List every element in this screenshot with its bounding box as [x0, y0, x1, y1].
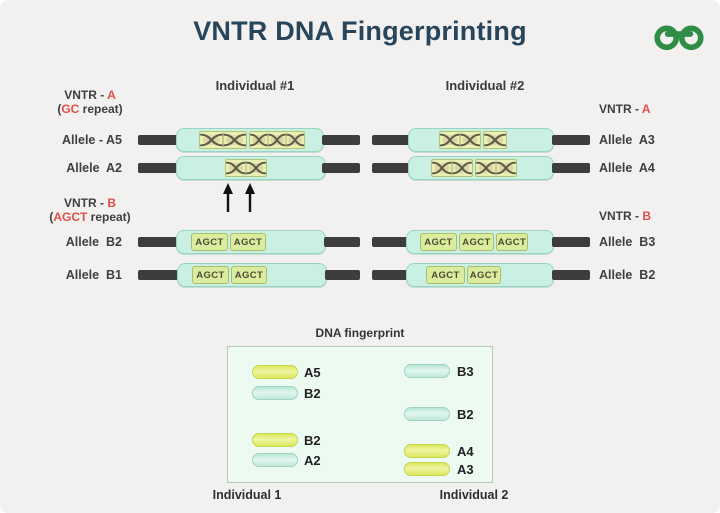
gel-band-label: A3: [457, 462, 474, 477]
strand-flank-bar: [324, 237, 360, 247]
strand-flank-bar: [372, 163, 410, 173]
gel-band-label: B2: [304, 433, 321, 448]
vntr-b-label-left: VNTR - B (AGCT repeat): [49, 196, 131, 224]
dna-fragment-b1-ind1: AGCT AGCT: [177, 263, 327, 287]
repeat-box: [199, 131, 247, 149]
repeat-box: [483, 131, 507, 149]
dna-helix-icon: [476, 160, 516, 176]
strand-flank-bar: [138, 135, 178, 145]
allele-label-a3: Allele A3: [599, 133, 655, 147]
vntr-b-label-right: VNTR - B: [599, 209, 652, 223]
strand-flank-bar: [372, 270, 408, 280]
strand-flank-bar: [138, 163, 178, 173]
dna-helix-icon: [440, 132, 480, 148]
gel-title: DNA fingerprint: [315, 326, 405, 340]
strand-flank-bar: [552, 135, 590, 145]
dna-helix-icon: [250, 132, 304, 148]
agct-repeat-box: AGCT: [420, 233, 457, 251]
gel-band-label: A2: [304, 453, 321, 468]
strand-flank-bar: [372, 135, 410, 145]
dna-fragment-a3-ind2: [408, 128, 554, 152]
gel-band-a4: [404, 444, 450, 458]
repeat-box: [439, 131, 481, 149]
vntr-b-letter: B: [107, 196, 116, 210]
agct-repeat-box: AGCT: [191, 233, 228, 251]
geeksforgeeks-logo-icon: [652, 18, 706, 57]
dna-fragment-b3-ind2: AGCT AGCT AGCT: [406, 230, 554, 254]
gel-band-b3: [404, 364, 450, 378]
strand-flank-bar: [552, 270, 590, 280]
gel-band-a2: [252, 453, 298, 467]
dna-helix-icon: [484, 133, 506, 147]
agct-repeat-box: AGCT: [426, 266, 465, 284]
gel-band-a3: [404, 462, 450, 476]
strand-flank-bar: [325, 270, 360, 280]
strand-flank-bar: [552, 237, 590, 247]
dna-fragment-a2-ind1: [176, 156, 326, 180]
gel-band-b2-ind1-lower: [252, 433, 298, 447]
gel-band-b2-ind1-upper: [252, 386, 298, 400]
agct-repeat-box: AGCT: [459, 233, 494, 251]
agct-repeat-box: AGCT: [496, 233, 528, 251]
dna-helix-icon: [432, 160, 472, 176]
repeat-box: [475, 159, 517, 177]
agct-repeat-box: AGCT: [230, 233, 266, 251]
repeat-box: [249, 131, 305, 149]
repeat-pointer-arrow: [222, 183, 234, 213]
strand-flank-bar: [138, 237, 178, 247]
vntr-a-letter: A: [107, 88, 116, 102]
vntr-a-repeat-unit: GC: [61, 102, 80, 116]
repeat-box: [225, 159, 267, 177]
gel-band-label: A5: [304, 365, 321, 380]
gel-band-label: B3: [457, 364, 474, 379]
allele-label-a2: Allele A2: [66, 161, 122, 175]
strand-flank-bar: [322, 163, 360, 173]
dna-helix-icon: [226, 160, 266, 176]
repeat-box: [431, 159, 473, 177]
individual-2-header: Individual #2: [445, 78, 525, 93]
dna-helix-icon: [200, 132, 246, 148]
agct-repeat-box: AGCT: [192, 266, 229, 284]
vntr-a-label-left: VNTR - A (GC repeat): [57, 88, 123, 116]
strand-flank-bar: [372, 237, 408, 247]
vntr-b-prefix: VNTR -: [63, 196, 108, 210]
lane-caption-individual-1: Individual 1: [212, 488, 282, 502]
dna-fragment-a5-ind1: [176, 128, 324, 152]
allele-label-a4: Allele A4: [599, 161, 655, 175]
gel-band-label: B2: [304, 386, 321, 401]
vntr-a-prefix: VNTR -: [64, 88, 108, 102]
gel-band-a5: [252, 365, 298, 379]
strand-flank-bar: [552, 163, 590, 173]
gel-band-label: A4: [457, 444, 474, 459]
page-title: VNTR DNA Fingerprinting: [193, 16, 527, 46]
strand-flank-bar: [322, 135, 360, 145]
allele-label-b2-ind2: Allele B2: [599, 268, 656, 282]
lane-caption-individual-2: Individual 2: [439, 488, 509, 502]
allele-label-b1-ind1: Allele B1: [65, 268, 122, 282]
strand-flank-bar: [138, 270, 178, 280]
allele-label-b3-ind2: Allele B3: [599, 235, 656, 249]
individual-1-header: Individual #1: [215, 78, 295, 93]
allele-label-b2-ind1: Allele B2: [65, 235, 122, 249]
dna-fragment-b2-ind2: AGCT AGCT: [406, 263, 554, 287]
dna-fragment-a4-ind2: [408, 156, 554, 180]
repeat-pointer-arrow: [244, 183, 256, 213]
agct-repeat-box: AGCT: [231, 266, 267, 284]
vntr-a-label-right: VNTR - A: [599, 102, 651, 116]
gel-band-label: B2: [457, 407, 474, 422]
dna-fragment-b2-ind1: AGCT AGCT: [176, 230, 326, 254]
allele-label-a5: Allele - A5: [62, 133, 122, 147]
agct-repeat-box: AGCT: [467, 266, 501, 284]
vntr-b-repeat-unit: AGCT: [53, 210, 88, 224]
gel-band-b2-ind2: [404, 407, 450, 421]
